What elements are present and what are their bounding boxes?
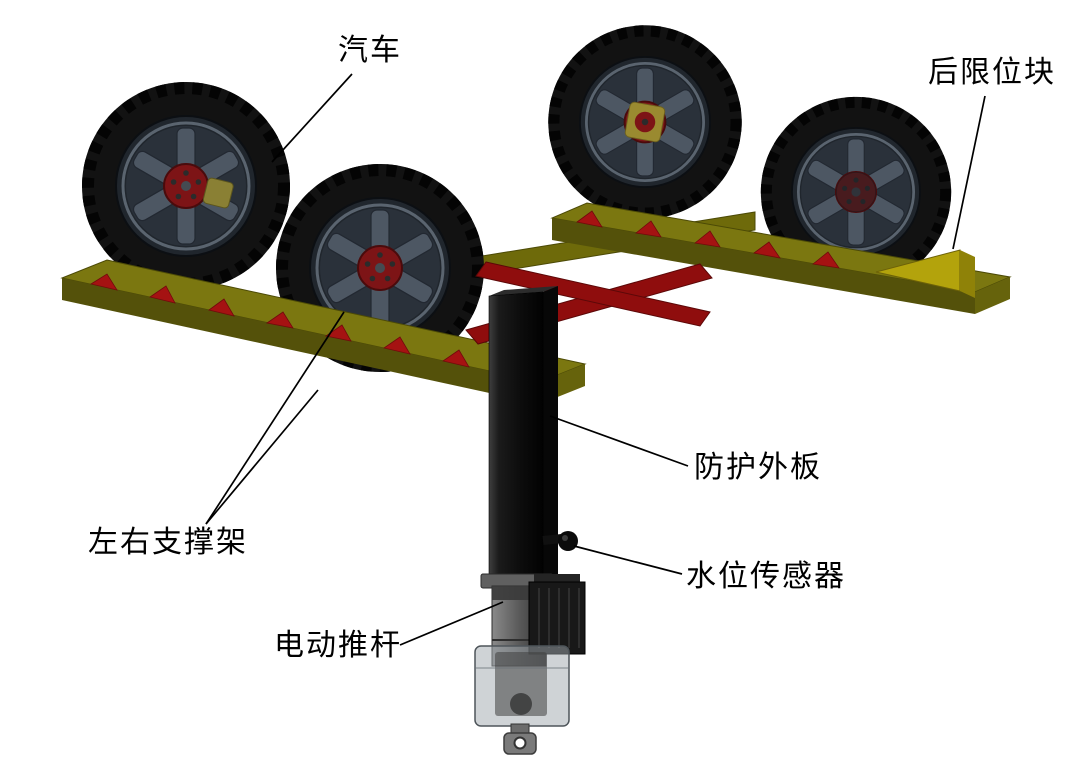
tire-and-rim <box>82 82 290 290</box>
clevis-hole <box>513 736 527 750</box>
cross-brace-upper <box>475 261 711 327</box>
motor-ribs <box>538 588 580 648</box>
label-car: 汽车 <box>338 34 402 67</box>
sensor-knob <box>558 531 578 551</box>
rear-limit-wedge <box>875 249 975 298</box>
column-front-face <box>488 291 544 583</box>
actuator-motor <box>528 581 586 655</box>
column-side-face <box>543 286 558 586</box>
rail-cleats <box>89 273 528 380</box>
rail-end-face <box>975 277 1010 314</box>
column-top-face <box>489 286 558 296</box>
wedge-side-face <box>960 250 975 298</box>
rail-front-face <box>552 218 975 314</box>
electric-actuator <box>474 573 586 755</box>
label-water-level-sensor: 水位传感器 <box>686 560 846 593</box>
label-protective-plate: 防护外板 <box>694 451 822 484</box>
motor-cap <box>534 574 580 584</box>
left-support-rail <box>60 259 587 404</box>
rail-front-face <box>62 278 540 404</box>
hub-shade <box>835 171 877 213</box>
wheel-right-rear <box>548 25 741 218</box>
label-electric-push-rod: 电动推杆 <box>274 629 402 662</box>
rail-cleats <box>576 210 840 269</box>
sensor-highlight <box>562 535 568 541</box>
water-level-sensor <box>542 531 578 551</box>
protective-column <box>488 286 558 586</box>
brake-caliper <box>202 177 234 209</box>
leader-push-rod <box>399 601 504 646</box>
wheel-left-rear <box>82 82 290 290</box>
hub-cap <box>641 118 649 126</box>
leader-lines <box>205 73 986 646</box>
label-rear-limit-block: 后限位块 <box>928 56 1056 89</box>
leader-rear-limit-block <box>952 95 986 250</box>
leader-car <box>271 73 353 163</box>
label-support-frames: 左右支撑架 <box>88 526 248 559</box>
housing-inner-gear <box>510 693 532 715</box>
leader-protective-plate <box>549 415 689 467</box>
wheel-right-front <box>761 97 951 287</box>
leader-support-frame-1 <box>205 389 319 525</box>
leader-water-sensor <box>573 545 683 575</box>
leader-support-frame-2 <box>205 311 345 525</box>
